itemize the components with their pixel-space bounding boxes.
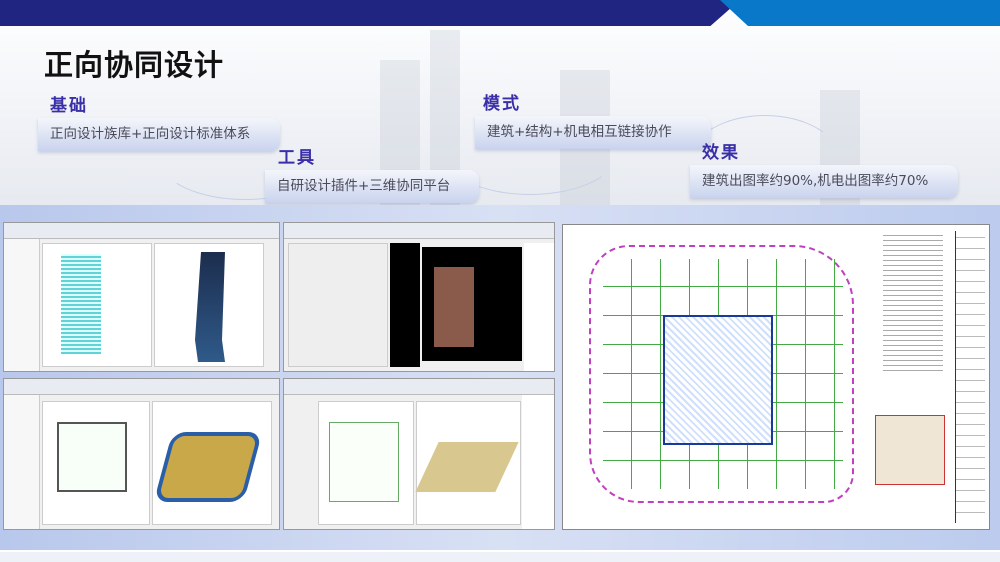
item-heading: 模式	[483, 94, 521, 114]
software-screenshot	[3, 378, 280, 530]
item-tools: 工具 自研设计插件+三维协同平台	[265, 143, 479, 203]
flow-arc	[440, 105, 620, 195]
footer-strip	[0, 552, 1000, 562]
software-screenshot	[283, 222, 555, 372]
item-desc: 建筑出图率约90%,机电出图率约70%	[690, 165, 958, 198]
item-desc: 自研设计插件+三维协同平台	[265, 170, 479, 203]
item-desc: 正向设计族库+正向设计标准体系	[38, 118, 280, 151]
item-effect: 效果 建筑出图率约90%,机电出图率约70%	[690, 138, 958, 198]
item-heading: 基础	[50, 96, 88, 116]
top-bar	[0, 0, 740, 26]
slide-title: 正向协同设计	[44, 48, 225, 82]
software-screenshot	[283, 378, 555, 530]
flow-arc	[690, 115, 840, 205]
item-heading: 工具	[278, 148, 316, 168]
item-desc: 建筑+结构+机电相互链接协作	[475, 116, 711, 149]
top-bar-accent	[720, 0, 1000, 26]
item-foundation: 基础 正向设计族库+正向设计标准体系	[38, 91, 280, 151]
item-mode: 模式 建筑+结构+机电相互链接协作	[475, 89, 711, 149]
construction-drawing	[562, 224, 990, 530]
software-screenshot	[3, 222, 280, 372]
flow-arc	[160, 120, 330, 200]
item-heading: 效果	[702, 143, 740, 163]
